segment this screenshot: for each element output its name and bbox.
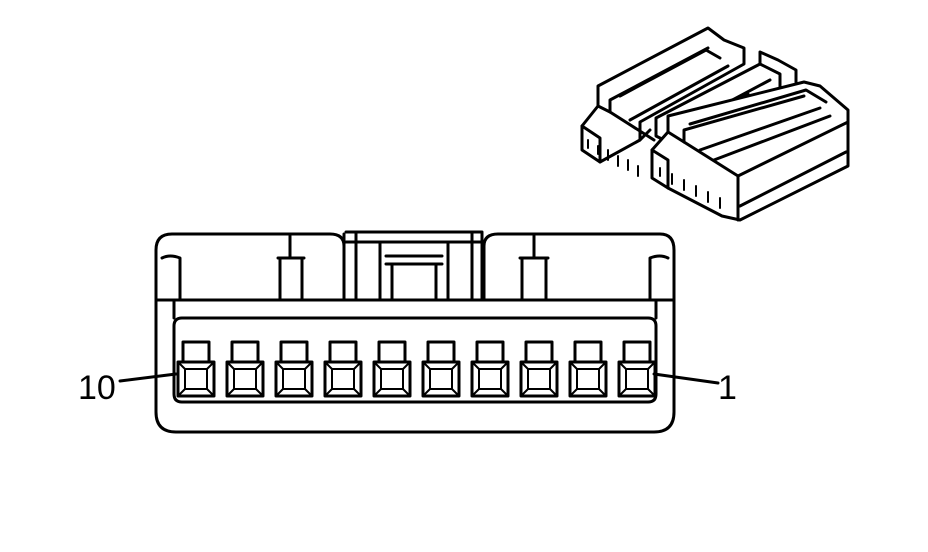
center-latch: [342, 230, 484, 302]
terminal-cavity: [568, 340, 608, 398]
terminal-housing: [172, 316, 658, 404]
terminal-row: [176, 340, 657, 398]
pin-label-right: 1: [718, 369, 737, 407]
terminal-cavity: [323, 340, 363, 398]
connector-front-view: [154, 230, 676, 434]
terminal-cavity: [470, 340, 510, 398]
pin-10-leader: [118, 372, 178, 383]
pin-1-leader: [652, 372, 720, 385]
terminal-cavity: [176, 340, 216, 398]
terminal-cavity: [372, 340, 412, 398]
terminal-cavity: [617, 340, 657, 398]
terminal-cavity: [421, 340, 461, 398]
terminal-cavity: [519, 340, 559, 398]
terminal-cavity: [225, 340, 265, 398]
pin-label-left: 10: [78, 369, 116, 407]
terminal-cavity: [274, 340, 314, 398]
connector-isometric-icon: [580, 26, 850, 222]
